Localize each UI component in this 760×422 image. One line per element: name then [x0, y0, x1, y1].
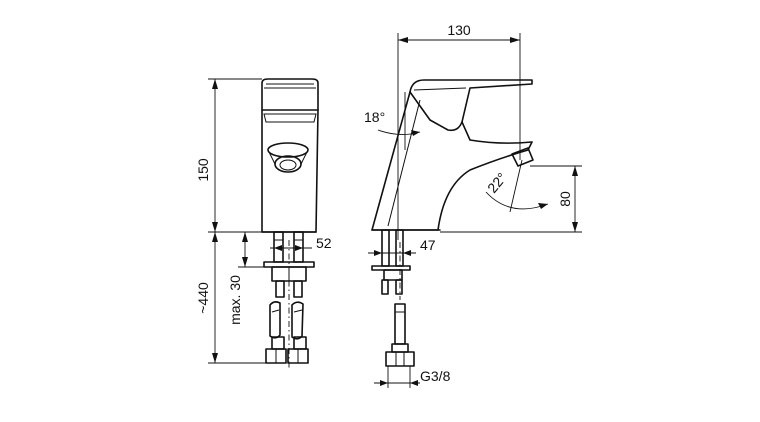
- dim-130: [397, 33, 521, 240]
- dim-label-130: 130: [447, 22, 471, 38]
- dim-440: [208, 232, 266, 364]
- side-view: [371, 79, 534, 367]
- dim-label-thread: G3/8: [420, 368, 451, 384]
- spout-tip: [511, 147, 534, 167]
- lever-handle: [409, 79, 533, 132]
- angle-label-18: 18°: [364, 109, 385, 125]
- dim-label-max30: max. 30: [227, 275, 243, 325]
- lever-cap-front: [261, 78, 319, 111]
- dim-label-52: 52: [316, 235, 332, 251]
- dim-150: [208, 78, 262, 233]
- angle-label-22: 22°: [484, 169, 510, 196]
- dim-47: [368, 250, 416, 256]
- dim-52: [270, 245, 312, 251]
- dim-80: [440, 165, 582, 233]
- dim-label-80: 80: [557, 191, 573, 207]
- dim-thread: [374, 366, 420, 388]
- angle-18: [377, 92, 421, 150]
- aerator-outer: [267, 142, 309, 158]
- front-view: [261, 78, 319, 368]
- dim-label-47: 47: [420, 237, 436, 253]
- dim-label-150: 150: [195, 158, 211, 182]
- faucet-body-front: [261, 109, 319, 233]
- dim-label-440: ~440: [195, 282, 211, 314]
- angle-22: [485, 159, 549, 213]
- faucet-body-side: [371, 91, 533, 231]
- dim-max30: [238, 231, 264, 268]
- supply-pipes-side: [371, 229, 415, 367]
